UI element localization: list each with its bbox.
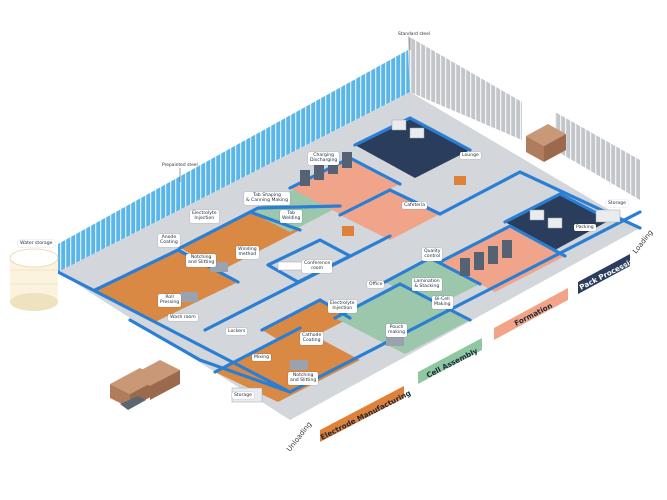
room-label-electrolyte-injection-mid: Electrolyte Injection [328,300,357,313]
annotation-leaders [179,38,411,182]
room-label-tab-welding: Tab Welding [280,210,303,223]
room-label-roll-pressing: Roll Pressing [158,294,182,307]
standard-steel-annotation: Standard steel [398,31,430,37]
loading-trucks [526,124,566,162]
unloading-label: Unloading [285,420,313,453]
room-label-electrolyte-injection-top: Electrolyte Injection [190,210,219,223]
charging-zone-floor [290,158,400,214]
water-storage-tank [9,248,59,311]
room-label-notching-bottom: Notching and Slitting [288,372,319,385]
svg-text:Pack Processing: Pack Processing [578,254,641,292]
anode-zone-floor [95,250,238,322]
room-label-tab-shaping: Tab Shaping & Canning Making [244,192,290,205]
unloading-trucks [110,360,180,410]
room-label-charging-discharging: Charging Discharging [308,152,340,165]
room-label-mixing: Mixing [252,354,272,362]
svg-text:Cell Assembly: Cell Assembly [425,346,480,380]
room-label-conference-room: Conference room [302,260,333,273]
room-label-storage-bottom: Storage [232,392,254,400]
formation-floor [440,226,565,292]
room-label-water-storage: Water storage [18,240,55,248]
room-label-office: Office [367,281,385,289]
room-label-storage-right: Storage [606,200,628,208]
room-label-anode-coating: Anode Coating [158,234,180,247]
prepainted-steel-annotation: Prepainted steel [162,162,198,168]
standard-steel-wall [408,36,522,140]
mixing-zone-floor [215,328,360,402]
room-label-lounge: Lounge [460,152,481,160]
room-label-notching-top: Notching and Slitting [186,254,217,267]
loading-label: Loading [631,229,654,256]
room-label-lockers: Lockers [226,328,248,336]
loading-steel-wall [555,112,640,200]
room-label-bi-cell-making: Bi-Cell Making [432,296,453,309]
room-label-cafeteria: Cafeteria [402,202,428,210]
room-label-packing: Packing [574,224,596,232]
room-label-lamination: Lamination & Stacking [412,278,442,291]
lounge-zone-floor [355,118,470,178]
cell-assembly-tag: Cell Assembly [418,338,482,384]
pack-processing-tag: Pack Processing [578,254,641,294]
room-label-pouch-making: Pouch making [386,324,408,337]
svg-text:Formation: Formation [513,301,554,328]
prepainted-steel-wall [58,50,410,272]
room-label-wash-room: Wash room [168,314,198,322]
room-label-quality-control: Quality control [422,248,443,261]
room-label-cathode-coating: Cathode Coating [300,332,324,345]
room-label-winding-method: Winding method [236,246,259,259]
